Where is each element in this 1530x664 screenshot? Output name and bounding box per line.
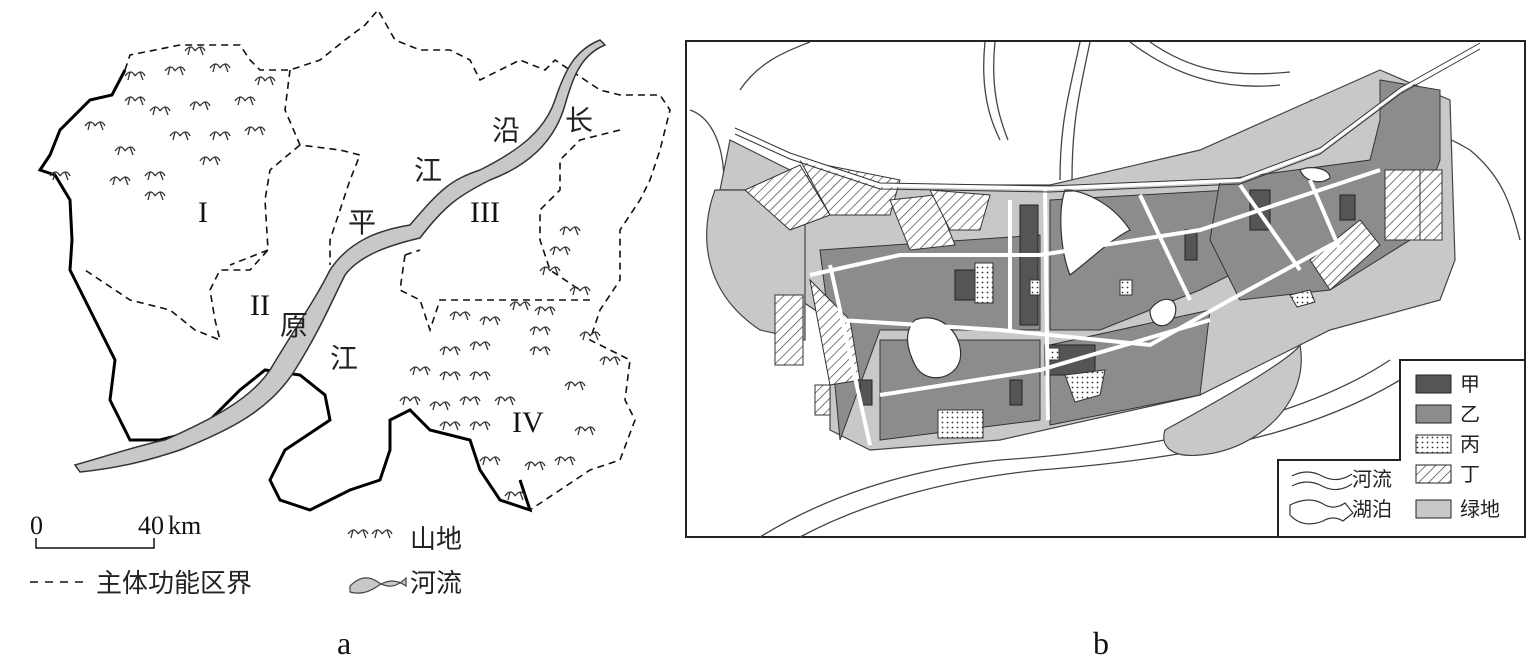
region-label-2: II <box>250 289 270 322</box>
caption-b: b <box>1093 625 1109 661</box>
lake-legend-icon <box>1289 499 1354 525</box>
region-label-3: III <box>470 196 500 229</box>
river-legend-icon <box>1291 471 1353 491</box>
svg-text:河流: 河流 <box>410 569 462 599</box>
legend-a: 山地 主体功能区界 河流 <box>30 525 462 599</box>
province-boundary <box>37 69 533 513</box>
zone-ding <box>744 159 1443 416</box>
mountain-icon <box>347 529 369 539</box>
green-area <box>1163 343 1302 457</box>
svg-text:乙: 乙 <box>1460 402 1480 426</box>
river-label: 长 <box>565 104 593 137</box>
legend-swatch-ding <box>1415 464 1452 484</box>
river-label: 沿 <box>492 114 520 147</box>
zone-bing <box>937 262 1316 439</box>
lakes <box>906 167 1331 379</box>
rivers <box>689 41 1521 538</box>
legend-b: 甲 乙 丙 丁 绿地 河流 湖泊 <box>1277 359 1525 537</box>
svg-text:河流: 河流 <box>1352 467 1392 491</box>
svg-text:丙: 丙 <box>1460 432 1480 456</box>
svg-text:绿地: 绿地 <box>1460 497 1500 521</box>
boundary-dashed-outer <box>124 8 671 511</box>
roads <box>734 43 1481 446</box>
svg-text:山地: 山地 <box>410 525 462 555</box>
river-label: 江 <box>330 342 358 375</box>
svg-text:主体功能区界: 主体功能区界 <box>96 569 252 599</box>
legend-swatch-jia <box>1415 374 1452 394</box>
legend-swatch-bing <box>1415 434 1452 454</box>
river-label: 江 <box>414 154 442 187</box>
yangtze-river <box>73 39 607 473</box>
svg-text:40: 40 <box>138 511 164 540</box>
svg-text:甲: 甲 <box>1460 372 1480 396</box>
svg-text:km: km <box>168 511 201 540</box>
svg-text:0: 0 <box>30 511 43 540</box>
legend-swatch-yi <box>1415 404 1452 424</box>
svg-text:丁: 丁 <box>1460 462 1480 486</box>
caption-a: a <box>337 625 351 661</box>
zone-jia <box>859 189 1356 406</box>
river-label: 原 <box>280 309 308 342</box>
river-label: 平 <box>348 206 376 239</box>
map-a: I II III IV 长 沿 江 平 原 江 0 40 km 山地 主体功能区… <box>30 8 671 661</box>
river-legend-icon <box>349 576 407 594</box>
boundary-dashed-inner <box>84 69 621 342</box>
road-edges <box>734 42 1481 193</box>
region-label-4: IV <box>512 406 544 439</box>
svg-text:湖泊: 湖泊 <box>1352 497 1392 521</box>
legend-swatch-green <box>1415 499 1452 519</box>
scale-bar: 0 40 km <box>30 511 201 549</box>
region-label-1: I <box>198 196 208 229</box>
map-b: 甲 乙 丙 丁 绿地 河流 湖泊 b <box>685 40 1526 661</box>
